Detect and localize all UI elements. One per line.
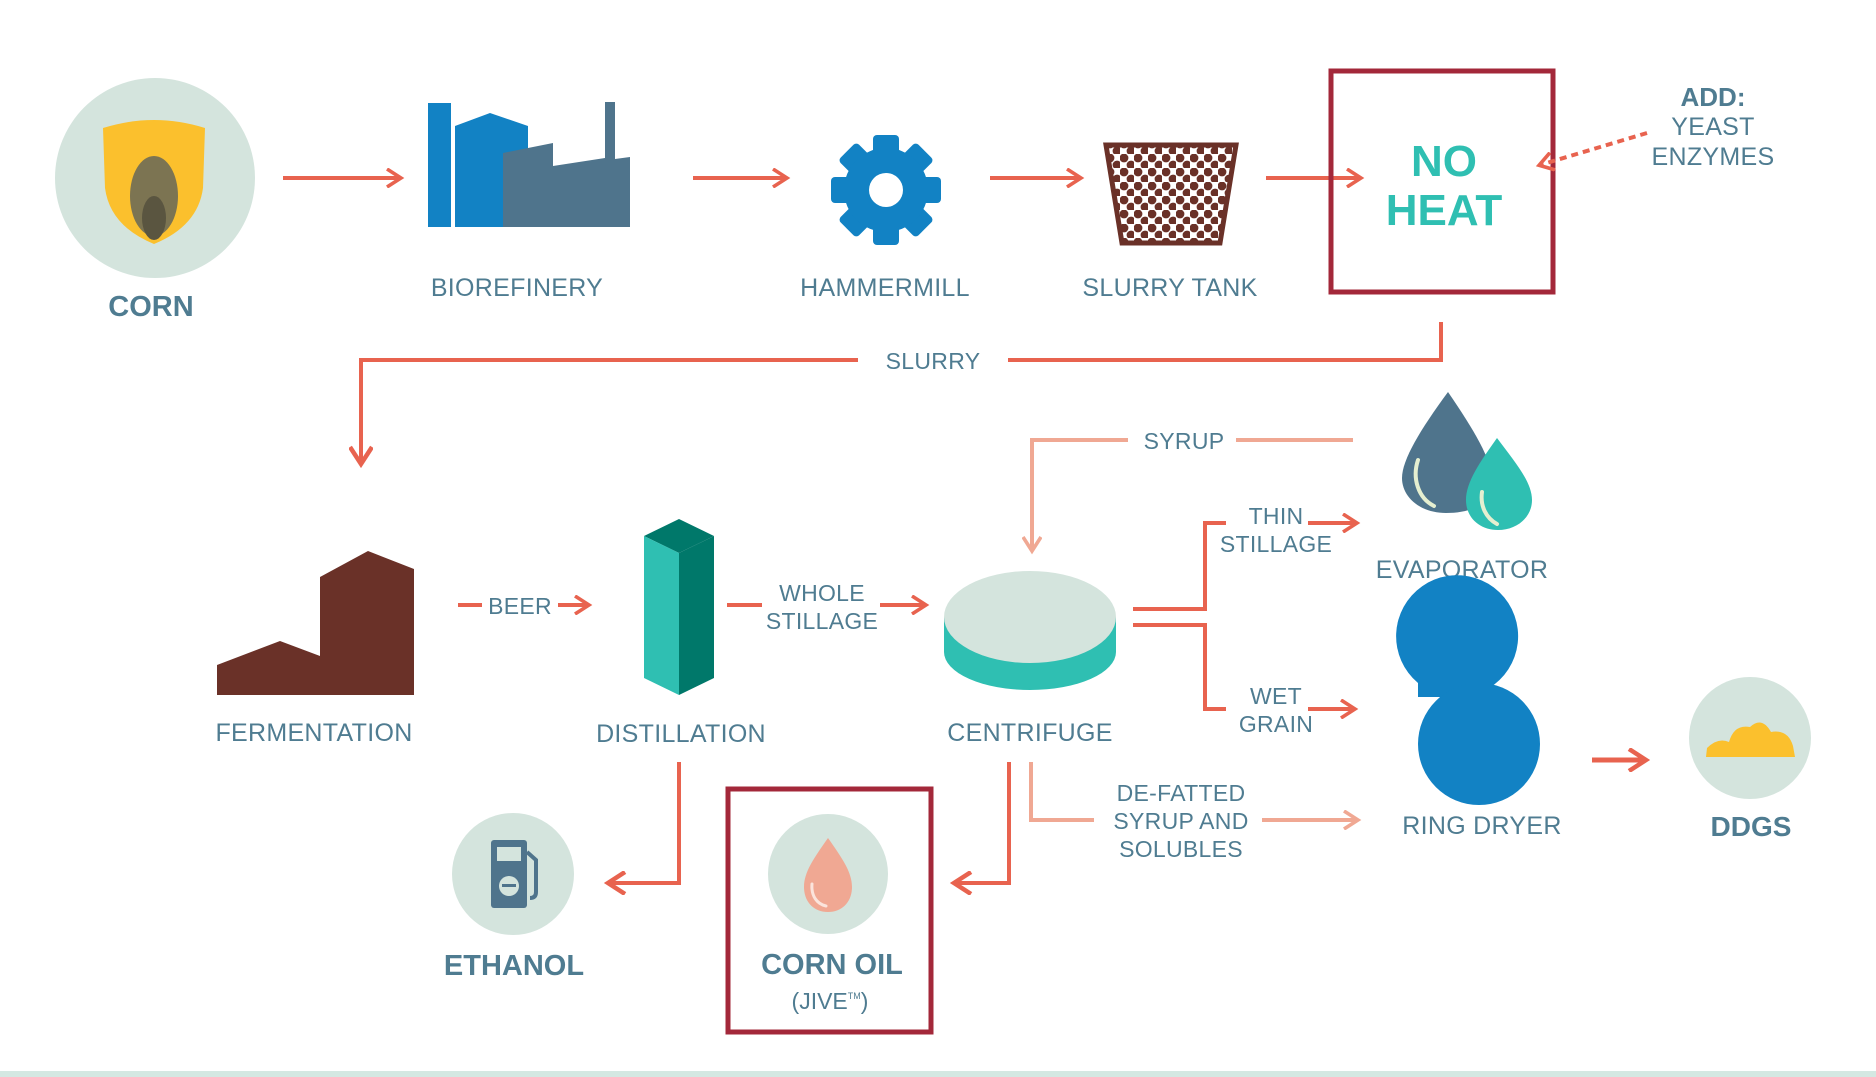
split-flow: THIN STILLAGE WET GRAIN — [1133, 503, 1356, 737]
distillation-column-icon — [644, 519, 714, 695]
gear-icon — [831, 135, 941, 245]
beer-label: BEER — [488, 593, 552, 619]
beer-flow: BEER — [458, 593, 588, 619]
no-heat-node: NO HEAT — [1328, 68, 1556, 295]
distillation-label: DISTILLATION — [596, 720, 766, 748]
centrifuge-icon — [944, 571, 1116, 690]
dashed-arrow-add — [1540, 131, 1648, 165]
corn-kernel-icon — [103, 120, 205, 244]
corn-node: CORN — [55, 78, 255, 323]
whole-stillage-line1: WHOLE — [779, 580, 865, 606]
ddgs-label: DDGS — [1711, 811, 1792, 842]
centrifuge-node: CENTRIFUGE — [944, 571, 1116, 747]
slurry-tank-label: SLURRY TANK — [1082, 274, 1257, 302]
droplets-icon — [1402, 392, 1532, 530]
ring-dryer-icon — [1396, 575, 1519, 697]
defatted-line1: DE-FATTED — [1117, 780, 1246, 806]
slurry-label: SLURRY — [886, 348, 981, 374]
ddgs-pile-icon — [1706, 722, 1795, 757]
defatted-line2: SYRUP AND — [1113, 808, 1248, 834]
evaporator-node: EVAPORATOR — [1376, 392, 1548, 584]
distillation-node: DISTILLATION — [596, 519, 766, 748]
arrow-centrifuge-cornoil — [955, 762, 1011, 883]
ring-dryer-node: RING DRYER — [1396, 575, 1562, 840]
ddgs-node: DDGS — [1689, 677, 1811, 842]
no-heat-line1: NO — [1411, 137, 1477, 186]
no-heat-box — [1328, 68, 1556, 295]
add-item-yeast: YEAST — [1671, 113, 1754, 141]
fermentation-building-icon — [217, 551, 414, 695]
trademark-mark: TM — [848, 991, 861, 1001]
wet-grain-line2: GRAIN — [1239, 711, 1313, 737]
hammermill-node: HAMMERMILL — [800, 135, 970, 302]
fermentation-label: FERMENTATION — [215, 719, 412, 747]
centrifuge-label: CENTRIFUGE — [947, 719, 1113, 747]
corn-oil-node: CORN OIL (JIVETM) — [725, 786, 934, 1035]
add-note: ADD: YEAST ENZYMES — [1540, 82, 1774, 171]
defatted-line3: SOLUBLES — [1119, 836, 1243, 862]
ring-dryer-label: RING DRYER — [1402, 812, 1562, 840]
arrow-distillation-ethanol — [609, 762, 681, 883]
add-item-enzymes: ENZYMES — [1652, 143, 1775, 171]
corn-oil-sub: (JIVETM) — [792, 988, 869, 1014]
footer-bar — [0, 1071, 1876, 1077]
ethanol-node: ETHANOL — [444, 813, 584, 982]
corn-oil-box — [725, 786, 934, 1035]
hammermill-label: HAMMERMILL — [800, 274, 970, 302]
whole-stillage-flow: WHOLE STILLAGE — [727, 580, 925, 634]
syrup-flow: SYRUP — [1032, 428, 1353, 550]
corn-label: CORN — [108, 291, 193, 323]
factory-icon — [428, 102, 630, 227]
no-heat-line2: HEAT — [1386, 186, 1503, 235]
thin-stillage-line2: STILLAGE — [1220, 531, 1332, 557]
add-title: ADD: — [1681, 82, 1746, 112]
oil-drop-icon — [804, 838, 852, 912]
corn-oil-sub-close: ) — [861, 988, 869, 1014]
slurry-flow: SLURRY — [361, 322, 1443, 463]
corn-oil-label: CORN OIL — [761, 949, 903, 981]
slurry-tank-node: SLURRY TANK — [1082, 142, 1257, 302]
syrup-label: SYRUP — [1144, 428, 1225, 454]
defatted-flow: DE-FATTED SYRUP AND SOLUBLES — [1029, 762, 1357, 862]
corn-oil-sub-open: (JIVE — [792, 988, 848, 1014]
thin-stillage-line1: THIN — [1249, 503, 1304, 529]
wet-grain-line1: WET — [1250, 683, 1302, 709]
whole-stillage-line2: STILLAGE — [766, 608, 878, 634]
fuel-pump-icon — [491, 840, 538, 908]
biorefinery-node: BIOREFINERY — [428, 102, 630, 302]
fermentation-node: FERMENTATION — [215, 551, 414, 747]
biorefinery-label: BIOREFINERY — [431, 274, 603, 302]
ethanol-label: ETHANOL — [444, 950, 584, 982]
slurry-tank-icon — [1103, 142, 1239, 246]
